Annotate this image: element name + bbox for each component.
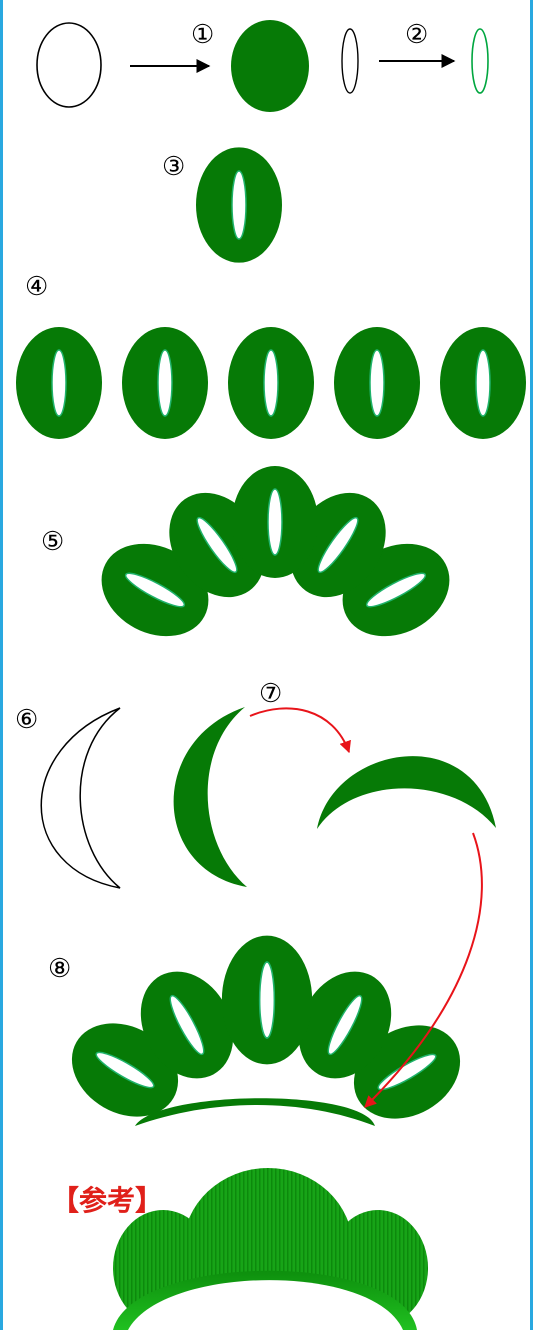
reference-label: 【参考】 bbox=[51, 1184, 163, 1217]
step-7-label: ⑦ bbox=[259, 679, 282, 709]
crescent-filled bbox=[174, 707, 247, 887]
arch-filled bbox=[317, 756, 496, 829]
step-4-label: ④ bbox=[25, 272, 48, 302]
step3-row: ③ bbox=[162, 147, 282, 262]
step-3-label: ③ bbox=[162, 152, 185, 182]
step-5-label: ⑤ bbox=[41, 527, 64, 557]
drawing-steps-svg: ① ② ③ ④ ⑤ ⑥ ⑦ ⑧ bbox=[3, 0, 533, 1330]
thin-outline-ellipse bbox=[342, 29, 358, 93]
step4-row: ④ bbox=[16, 272, 526, 439]
step-6-label: ⑥ bbox=[15, 705, 38, 735]
step1-row: ① ② bbox=[37, 20, 488, 112]
step-8-label: ⑧ bbox=[48, 954, 71, 984]
filled-ellipse bbox=[231, 20, 309, 112]
step-1-label: ① bbox=[191, 20, 214, 50]
step5-fan: ⑤ bbox=[41, 466, 466, 654]
reference-illustration: 【参考】 bbox=[51, 1168, 428, 1330]
step8-crown: ⑧ bbox=[48, 833, 482, 1137]
step-2-label: ② bbox=[405, 20, 428, 50]
red-arrow-icon bbox=[250, 708, 349, 752]
outline-ellipse bbox=[37, 23, 101, 107]
green-outline-ellipse bbox=[472, 29, 488, 93]
step6-7-row: ⑥ ⑦ bbox=[15, 679, 496, 888]
crescent-outline bbox=[41, 708, 120, 888]
crown-base-arch bbox=[135, 1098, 375, 1126]
